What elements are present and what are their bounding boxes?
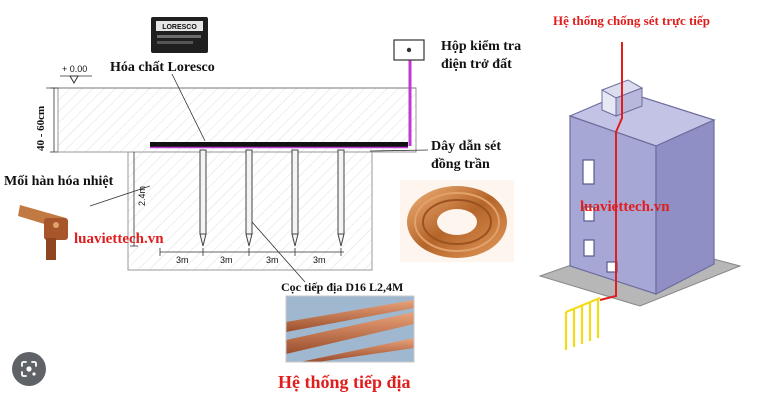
grounding-system-title: Hệ thống tiếp địa	[278, 372, 411, 392]
elevation-label: + 0.00	[62, 64, 87, 74]
spacing-label-4: 3m	[313, 255, 326, 265]
watermark-left: luaviettech.vn	[74, 231, 164, 247]
chemical-label: Hóa chất Loresco	[110, 60, 215, 75]
spacing-label-3: 3m	[266, 255, 279, 265]
soil-top-layer	[57, 87, 417, 153]
window	[582, 159, 595, 185]
test-box-label-line2: điện trở đất	[441, 57, 512, 72]
elevation-marker-icon	[69, 75, 79, 85]
yellow-ground-rods	[564, 296, 601, 350]
building-illustration	[538, 79, 742, 307]
ground-rod	[245, 149, 253, 247]
window	[583, 206, 595, 222]
google-lens-icon	[21, 361, 37, 377]
loresco-logo-text: LORESCO	[162, 24, 197, 31]
depth-label: 40 - 60cm	[35, 106, 47, 151]
building-side-face	[655, 119, 715, 295]
leader-lines	[89, 73, 429, 283]
spacing-label-1: 3m	[176, 255, 189, 265]
loresco-product-image: LORESCO	[151, 17, 208, 53]
thermal-weld-image	[18, 205, 68, 260]
google-lens-button[interactable]	[12, 352, 46, 386]
lightning-system-title: Hệ thống chống sét trực tiếp	[553, 13, 710, 28]
ground-rod	[291, 149, 299, 247]
copper-coil-image	[400, 180, 514, 262]
weld-label: Mối hàn hóa nhiệt	[4, 174, 114, 189]
wire-label-line2: đồng trần	[431, 157, 490, 172]
ground-rod	[337, 149, 345, 247]
ground-rods	[199, 149, 345, 247]
rod-label: Cọc tiếp địa D16 L2,4M	[281, 280, 403, 294]
rod-length-label: 2.4m	[137, 186, 147, 206]
spacing-label-2: 3m	[220, 255, 233, 265]
window	[583, 239, 595, 257]
down-conductor-wire	[599, 92, 623, 301]
copper-rods-image	[285, 295, 415, 363]
spacing-dimension	[159, 248, 344, 256]
test-box-label-line1: Hộp kiểm tra	[441, 39, 521, 54]
ground-rod	[199, 149, 207, 247]
watermark-right: luaviettech.vn	[580, 199, 670, 215]
wire-label-line1: Dây dẫn sét	[431, 138, 501, 154]
copper-wire-bar	[150, 142, 408, 147]
